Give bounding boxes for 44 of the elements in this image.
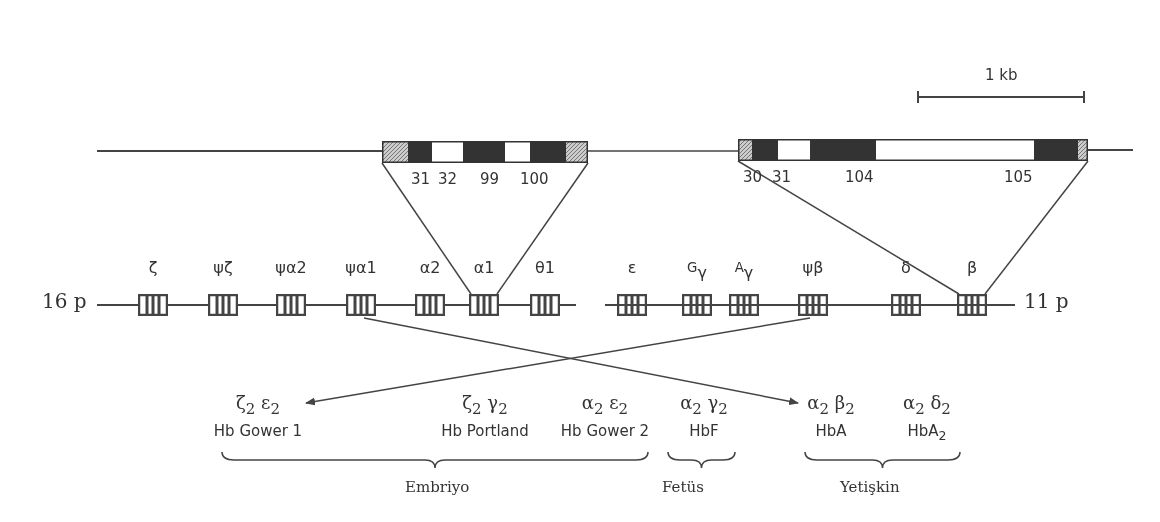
hemoglobin-name: Hb Gower 2 (559, 420, 651, 442)
hemoglobin-formula: α$_{2}$ δ$_{2}$ (902, 392, 952, 420)
gene-label: α1 (472, 258, 496, 278)
residue-number: 32 (438, 170, 458, 188)
gene-label: θ1 (534, 258, 556, 278)
connector-line (984, 160, 1089, 295)
hemoglobin-name: HbA$_{2}$ (906, 420, 948, 445)
gene-label: ζ (147, 258, 159, 278)
scale-label: 1 kb (985, 66, 1018, 84)
stage-label: Fetüs (662, 478, 704, 496)
residue-number: 105 (1004, 168, 1033, 186)
hemoglobin-name: Hb Portland (440, 420, 530, 442)
chromosome-label: 16 p (42, 292, 87, 310)
gene-label: $^{G}$γ (686, 259, 708, 284)
connector-line (381, 162, 472, 295)
hemoglobin-formula: ζ$_{2}$ ε$_{2}$ (235, 392, 281, 420)
residue-number: 31 (411, 170, 431, 188)
gene-label: $^{A}$γ (733, 259, 755, 284)
residue-number: 31 (772, 168, 792, 186)
residue-number: 30 (743, 168, 763, 186)
connector-line (496, 162, 589, 295)
gene-label: ψα2 (274, 258, 308, 278)
gene-label: δ (900, 258, 912, 278)
hemoglobin-formula: ζ$_{2}$ γ$_{2}$ (461, 392, 509, 420)
residue-number: 99 (480, 170, 500, 188)
hemoglobin-name: Hb Gower 1 (212, 420, 304, 442)
hemoglobin-name: HbA (814, 420, 848, 442)
residue-number: 100 (520, 170, 549, 188)
stage-label: Embriyo (405, 478, 470, 496)
chromosome-label: 11 p (1024, 292, 1069, 310)
gene-label: ψβ (801, 258, 825, 278)
hemoglobin-formula: α$_{2}$ β$_{2}$ (806, 392, 856, 420)
connector-line (587, 150, 739, 152)
gene-label: ε (626, 258, 638, 278)
gene-label: ψζ (212, 258, 234, 278)
hemoglobin-formula: α$_{2}$ ε$_{2}$ (580, 392, 630, 420)
hemoglobin-formula: α$_{2}$ γ$_{2}$ (679, 392, 729, 420)
connector-line (737, 160, 960, 295)
gene-label: ψα1 (344, 258, 378, 278)
gene-label: α2 (418, 258, 442, 278)
residue-number: 104 (845, 168, 874, 186)
hemoglobin-name: HbF (688, 420, 720, 442)
gene-label: β (965, 258, 979, 278)
stage-label: Yetişkin (840, 478, 900, 496)
